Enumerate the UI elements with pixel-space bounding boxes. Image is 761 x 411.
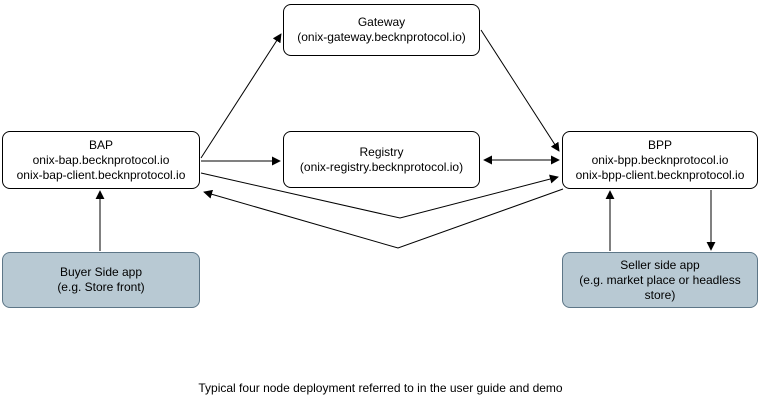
node-registry-host: (onix-registry.becknprotocol.io) — [299, 159, 464, 174]
node-registry[interactable]: Registry (onix-registry.becknprotocol.io… — [283, 131, 480, 188]
edge-bpp-to-bap[interactable] — [203, 188, 564, 249]
node-registry-title: Registry — [359, 144, 404, 159]
node-buyer-app-example: (e.g. Store front) — [57, 280, 145, 294]
node-seller-app-title: Seller side app — [620, 257, 700, 272]
edge-bap-to-gateway[interactable] — [200, 33, 282, 159]
node-bap-client-host: onix-bap-client.becknprotocol.io — [16, 167, 186, 182]
node-bpp[interactable]: BPP onix-bpp.becknprotocol.io onix-bpp-c… — [562, 131, 758, 189]
edge-bap-to-bpp[interactable] — [200, 172, 559, 219]
node-bpp-client-host: onix-bpp-client.becknprotocol.io — [575, 167, 745, 182]
diagram-caption: Typical four node deployment referred to… — [198, 381, 563, 395]
node-gateway-title: Gateway — [357, 15, 406, 29]
node-bap-host: onix-bap.becknprotocol.io — [32, 152, 170, 167]
node-seller-app-example: (e.g. market place or headless store) — [579, 272, 741, 302]
edge-gateway-to-bpp[interactable] — [480, 29, 560, 152]
node-bpp-title: BPP — [647, 137, 672, 152]
node-bap[interactable]: BAP onix-bap.becknprotocol.io onix-bap-c… — [2, 131, 200, 189]
node-buyer-app[interactable]: Buyer Side app (e.g. Store front) — [2, 252, 200, 308]
node-bap-title: BAP — [88, 137, 113, 152]
node-gateway[interactable]: Gateway (onix-gateway.becknprotocol.io) — [283, 4, 480, 56]
node-gateway-host: (onix-gateway.becknprotocol.io) — [297, 30, 466, 44]
node-seller-app[interactable]: Seller side app (e.g. market place or he… — [562, 252, 758, 308]
node-bpp-host: onix-bpp.becknprotocol.io — [591, 152, 729, 167]
node-buyer-app-title: Buyer Side app — [59, 265, 143, 279]
